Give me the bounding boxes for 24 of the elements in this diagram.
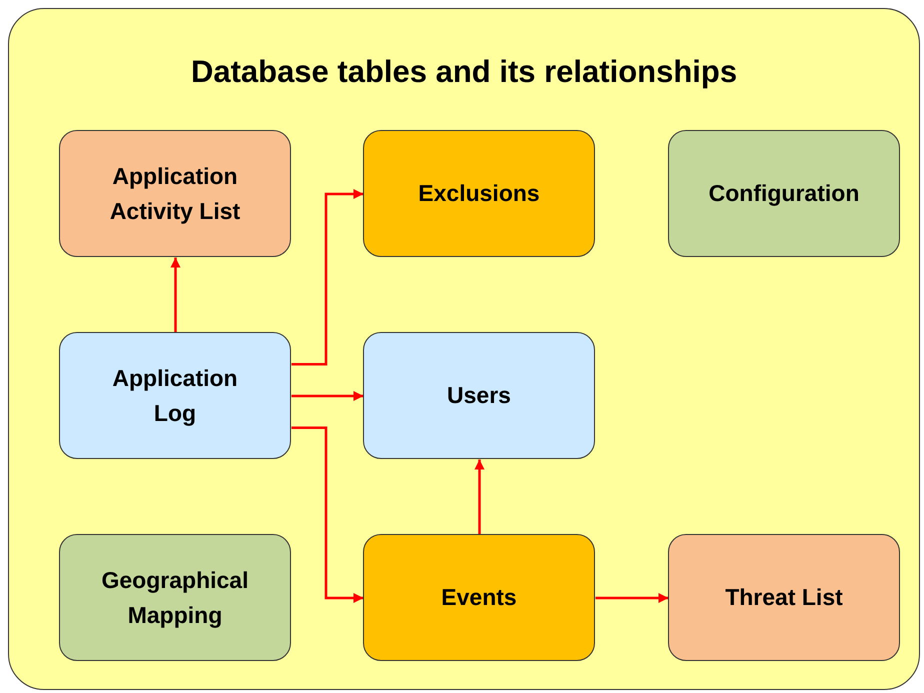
table-box	[59, 130, 291, 257]
table-name: Application Log	[111, 364, 239, 428]
table-name: Exclusions	[418, 179, 540, 208]
table-box	[59, 332, 291, 459]
arrow	[474, 459, 484, 534]
table-name: Application Activity List	[108, 162, 242, 226]
arrow	[595, 592, 668, 602]
table-box	[363, 332, 595, 459]
table-name: Configuration	[708, 179, 860, 208]
arrow	[170, 257, 180, 332]
table-name: Events	[441, 583, 517, 612]
table-name: Threat List	[725, 583, 843, 612]
table-name: Users	[447, 381, 511, 410]
table-box	[59, 534, 291, 661]
arrow	[291, 426, 363, 602]
diagram-title: Database tables and its relationships	[190, 53, 738, 90]
table-box	[363, 130, 595, 257]
arrow	[291, 390, 363, 400]
table-box	[668, 534, 900, 661]
table-name: Geographical Mapping	[100, 566, 250, 630]
table-box	[363, 534, 595, 661]
container-panel	[8, 8, 920, 690]
table-box	[668, 130, 900, 257]
arrow	[291, 188, 363, 365]
